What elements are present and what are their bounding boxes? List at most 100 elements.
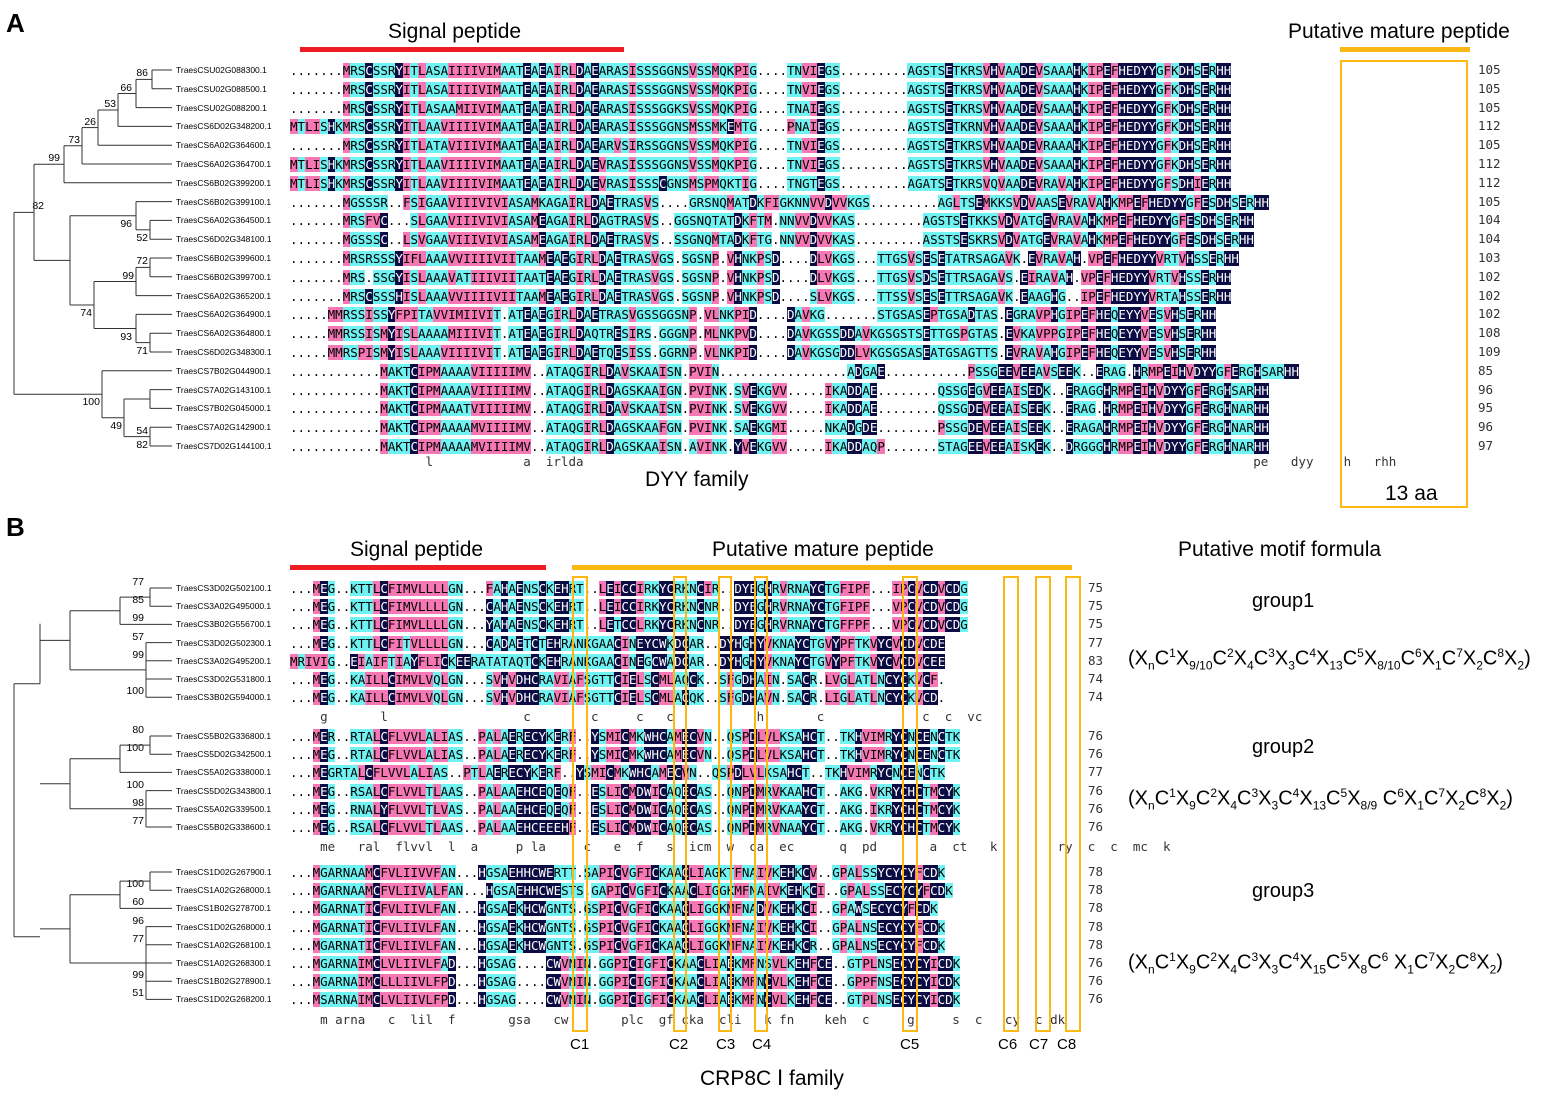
bootstrap-value: 96 xyxy=(132,914,144,927)
group1-consensus: g l c c c c h c c c vc xyxy=(290,709,983,725)
panel-a-mature-box xyxy=(1340,60,1468,508)
sequence-row: ...MGARNAAMCFVLIIVALFAN...HGSAEHHCWESTS.… xyxy=(290,883,953,899)
sequence-length: 78 xyxy=(1088,882,1104,898)
sequence-name: TraesCS7B02G045000.1 xyxy=(176,403,272,414)
bootstrap-value: 57 xyxy=(132,630,144,643)
sequence-length: 83 xyxy=(1088,652,1104,668)
sequence-length: 104 xyxy=(1478,212,1501,228)
sequence-length: 76 xyxy=(1088,955,1104,970)
sequence-row: ...MEG..KTTLCFIMVLLLLGN...YAHAENSCKEHRT.… xyxy=(290,617,968,633)
sequence-length: 76 xyxy=(1088,800,1104,816)
bootstrap-value: 96 xyxy=(120,217,132,230)
sequence-length: 112 xyxy=(1478,174,1501,190)
sequence-row: MTLISHKMRSCSSRYITLAAVIIIIVIMAATEAEAIRLDA… xyxy=(290,119,1232,135)
sequence-row: .......MRSCSSRYITLASAIIIIVIMAATEAEAIRLDA… xyxy=(290,63,1232,78)
sequence-length: 108 xyxy=(1478,325,1501,341)
sequence-row: ............MAKTCIPMAAAAMVIIIIMV..ATAQGI… xyxy=(290,420,1269,436)
sequence-name: TraesCSU02G088500.1 xyxy=(176,83,267,94)
sequence-name: TraesCS5B02G336800.1 xyxy=(176,731,272,741)
bootstrap-value: 100 xyxy=(126,778,144,791)
sequence-length: 95 xyxy=(1478,400,1494,416)
sequence-row: ...MER..RTALCFLVVLALIAS..PALAERECYKERF..… xyxy=(290,729,961,744)
panel-a-mature-peptide-label: Putative mature peptide xyxy=(1288,20,1510,43)
sequence-length: 76 xyxy=(1088,746,1104,762)
sequence-row: ...MEG..RNALYFLVVLTLVAS..PALAAEHCEQEQF..… xyxy=(290,801,961,817)
sequence-row: .....MMRSSISSYFPITAVVIMIIVIT.ATEAEGIRLDA… xyxy=(290,307,1217,323)
sequence-name: TraesCS7B02G044900.1 xyxy=(176,365,272,376)
sequence-name: TraesCS6A02G365200.1 xyxy=(176,290,272,301)
sequence-row: .......MRS.SSGYISLAAAVATIIIVIITAATEAEGIR… xyxy=(290,269,1232,285)
panel-a-13aa-label: 13 aa xyxy=(1385,482,1438,505)
sequence-row: .......MGSSSC..LSVGAAVIIIVIVIASAMEAGAIRL… xyxy=(290,232,1254,248)
sequence-length: 77 xyxy=(1088,764,1104,780)
cysteine-box xyxy=(1065,576,1081,1032)
bootstrap-value: 98 xyxy=(132,796,144,809)
group1-label: group1 xyxy=(1252,590,1315,612)
panel-a-family-label: DYY family xyxy=(645,468,749,491)
cysteine-label: C7 xyxy=(1029,1036,1049,1053)
panel-b-family-label: CRP8C Ⅰ family xyxy=(700,1067,844,1090)
sequence-row: MTLISHKMRSCSSRYITLAAVIIIIVIMAATEAEAIRLDA… xyxy=(290,175,1232,191)
sequence-name: TraesCS6D02G348300.1 xyxy=(176,347,272,357)
cysteine-label: C8 xyxy=(1057,1036,1077,1053)
sequence-row: MTLISHKMRSCSSRYITLAAVIIIIVIMAATEAEAIRLDA… xyxy=(290,157,1232,172)
sequence-row: ...MEG..KAILLCIMVLVQLGN...SVHVDHCRAVIAFS… xyxy=(290,690,946,706)
sequence-name: TraesCS6B02G399700.1 xyxy=(176,271,272,282)
panel-b-mature-peptide-bar xyxy=(572,565,1072,570)
sequence-name: TraesCS3A02G495200.1 xyxy=(176,655,272,666)
sequence-length: 75 xyxy=(1088,616,1104,632)
sequence-length: 112 xyxy=(1478,156,1501,171)
sequence-name: TraesCS6B02G399100.1 xyxy=(176,196,272,207)
panel-a-consensus: l a irlda pe dyy h rhh xyxy=(290,454,1397,469)
bootstrap-value: 26 xyxy=(84,115,96,128)
sequence-length: 105 xyxy=(1478,193,1501,209)
cysteine-box xyxy=(754,576,768,1032)
sequence-name: TraesCS5D02G342500.1 xyxy=(176,749,272,760)
cysteine-box xyxy=(902,576,918,1032)
sequence-name: TraesCS1A02G268000.1 xyxy=(176,885,272,896)
sequence-row: ............MAKTCIPMAAAAVIIIIIMV..ATAQGI… xyxy=(290,382,1269,398)
bootstrap-value: 99 xyxy=(132,612,144,625)
cysteine-label: C4 xyxy=(752,1036,772,1053)
cysteine-box xyxy=(572,576,588,1032)
sequence-name: TraesCSU02G088200.1 xyxy=(176,102,267,113)
sequence-length: 105 xyxy=(1478,99,1501,115)
bootstrap-value: 86 xyxy=(136,67,148,80)
sequence-name: TraesCS7A02G142900.1 xyxy=(176,422,272,433)
group3-label: group3 xyxy=(1252,880,1315,902)
sequence-length: 76 xyxy=(1088,782,1104,798)
panel-b-signal-peptide-bar xyxy=(290,565,546,570)
sequence-length: 76 xyxy=(1088,973,1104,989)
cysteine-label: C6 xyxy=(998,1036,1018,1053)
sequence-length: 103 xyxy=(1478,250,1501,265)
sequence-length: 78 xyxy=(1088,900,1104,916)
sequence-name: TraesCS6A02G364700.1 xyxy=(176,159,272,169)
panel-b-mature-peptide-label: Putative mature peptide xyxy=(712,538,934,561)
bootstrap-value: 72 xyxy=(136,255,148,268)
bootstrap-value: 80 xyxy=(132,724,144,736)
bootstrap-value: 52 xyxy=(136,231,148,244)
sequence-row: ...MGARNATICFVLIIVLFAN...HGSAEKHCWGNTS.G… xyxy=(290,937,946,953)
sequence-length: 76 xyxy=(1088,728,1104,743)
sequence-row: ...MGARNATICFVLIIVLFAN...HGSAEKHCWGNTS.G… xyxy=(290,919,946,935)
panel-a-letter: A xyxy=(6,8,25,38)
sequence-length: 78 xyxy=(1088,936,1104,952)
sequence-length: 77 xyxy=(1088,634,1104,650)
sequence-length: 104 xyxy=(1478,231,1501,247)
sequence-name: TraesCS1D02G268000.1 xyxy=(176,921,272,932)
cysteine-box xyxy=(673,576,687,1032)
group2-label: group2 xyxy=(1252,736,1315,758)
sequence-name: TraesCS6A02G364900.1 xyxy=(176,309,272,320)
cysteine-label: C5 xyxy=(900,1036,920,1053)
sequence-length: 78 xyxy=(1088,864,1104,879)
sequence-length: 74 xyxy=(1088,689,1104,705)
bootstrap-value: 60 xyxy=(132,896,144,909)
sequence-length: 76 xyxy=(1088,819,1104,834)
sequence-name: TraesCS3D02G502100.1 xyxy=(176,583,272,593)
sequence-row: ............MAKTCIPMAAATVIIIIIMV..ATAQGI… xyxy=(290,401,1269,417)
bootstrap-value: 77 xyxy=(132,815,144,827)
bootstrap-value: 71 xyxy=(136,344,148,357)
sequence-name: TraesCS3D02G531800.1 xyxy=(176,674,272,684)
